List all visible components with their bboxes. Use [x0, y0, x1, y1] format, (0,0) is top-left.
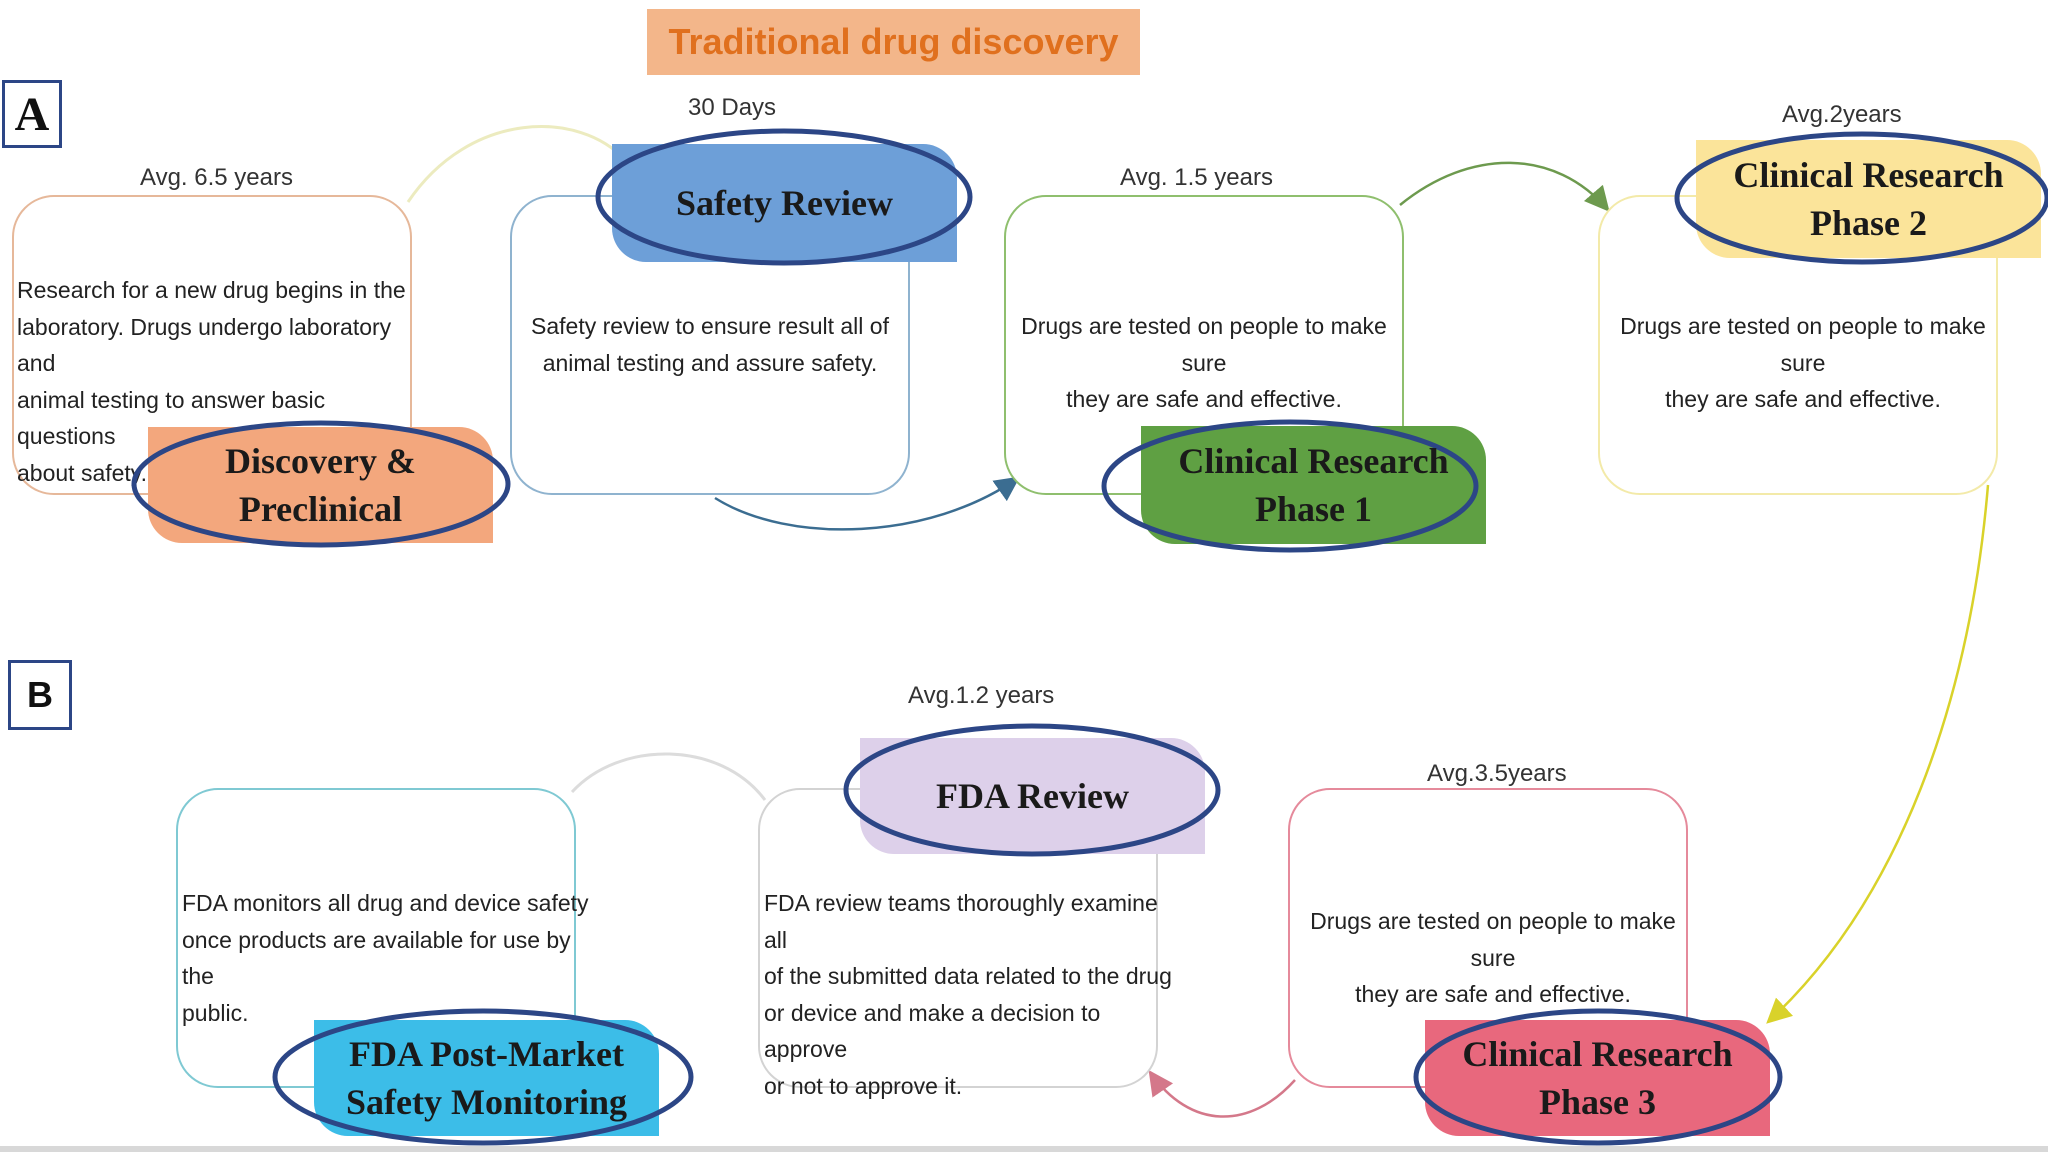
description-line: or not to approve it.: [764, 1072, 963, 1099]
stage-name-line: Phase 2: [1810, 203, 1927, 243]
description-safety: Safety review to ensure result all of an…: [510, 308, 910, 381]
description-phase2: Drugs are tested on people to make sure …: [1598, 308, 2008, 418]
description-phase3: Drugs are tested on people to make sure …: [1288, 903, 1698, 1013]
stage-name-line: FDA Review: [936, 776, 1129, 816]
diagram-title: Traditional drug discovery: [647, 9, 1140, 75]
description-fda-review: FDA review teams thoroughly examine all …: [764, 885, 1174, 1104]
description-line: FDA monitors all drug and device safety: [182, 890, 589, 916]
panel-label-b: B: [8, 660, 72, 730]
description-line: Drugs are tested on people to make sure: [1620, 313, 1986, 376]
description-postmarket: FDA monitors all drug and device safety …: [182, 885, 592, 1031]
tag-discovery: Discovery & Preclinical: [148, 427, 493, 543]
description-line: once products are available for use by t…: [182, 926, 571, 990]
description-line: of the submitted data related to the dru…: [764, 963, 1172, 989]
arrow-discovery-to-safety: [406, 125, 627, 203]
arrow-phase2-to-phase3: [1766, 484, 1990, 1024]
duration-safety: 30 Days: [688, 94, 777, 121]
description-line: about safety.: [17, 459, 147, 486]
stage-name-line: Phase 1: [1255, 489, 1372, 529]
arrow-fda-review-to-postmarket: [570, 752, 767, 801]
description-line: Drugs are tested on people to make sure: [1021, 313, 1387, 376]
tag-postmarket: FDA Post-Market Safety Monitoring: [314, 1020, 659, 1136]
duration-fda-review: Avg.1.2 years: [908, 682, 1055, 709]
tag-fda-review: FDA Review: [860, 738, 1205, 854]
stage-name-line: Safety Monitoring: [346, 1082, 627, 1122]
description-line: or device and make a decision to approve: [764, 999, 1101, 1063]
description-discovery: Research for a new drug begins in the la…: [17, 272, 412, 491]
duration-phase2: Avg.2years: [1782, 101, 1902, 128]
description-line: Drugs are tested on people to make sure: [1310, 908, 1676, 971]
tag-safety: Safety Review: [612, 144, 957, 262]
stage-name-line: FDA Post-Market: [349, 1034, 624, 1074]
description-phase1: Drugs are tested on people to make sure …: [1004, 308, 1404, 418]
description-line: Safety review to ensure result all of: [531, 313, 889, 339]
tag-phase3: Clinical Research Phase 3: [1425, 1020, 1770, 1136]
stage-name-line: Clinical Research: [1178, 441, 1449, 481]
tag-phase1: Clinical Research Phase 1: [1141, 426, 1486, 544]
stage-name-line: Clinical Research: [1462, 1034, 1733, 1074]
description-line: Research for a new drug begins in the: [17, 277, 406, 303]
description-line: they are safe and effective.: [1355, 981, 1631, 1007]
stage-name-line: Safety Review: [676, 183, 893, 223]
duration-phase1: Avg. 1.5 years: [1120, 164, 1273, 191]
stage-name-line: Clinical Research: [1733, 155, 2004, 195]
arrow-phase1-to-phase2: [1399, 161, 1610, 212]
description-line: they are safe and effective.: [1066, 386, 1342, 412]
panel-label-a: A: [2, 80, 62, 148]
description-line: laboratory. Drugs undergo laboratory and: [17, 313, 392, 377]
description-line: they are safe and effective.: [1665, 386, 1941, 412]
description-line: FDA review teams thoroughly examine all: [764, 890, 1158, 953]
bottom-border: [0, 1146, 2048, 1152]
description-line: animal testing and assure safety.: [542, 349, 878, 376]
tag-phase2: Clinical Research Phase 2: [1696, 140, 2041, 258]
stage-name-line: Discovery & Preclinical: [225, 441, 416, 529]
description-line: animal testing to answer basic questions: [17, 386, 326, 450]
stage-name-line: Phase 3: [1539, 1082, 1656, 1122]
description-line: public.: [182, 999, 249, 1026]
duration-phase3: Avg.3.5years: [1427, 760, 1567, 787]
duration-discovery: Avg. 6.5 years: [140, 164, 293, 191]
